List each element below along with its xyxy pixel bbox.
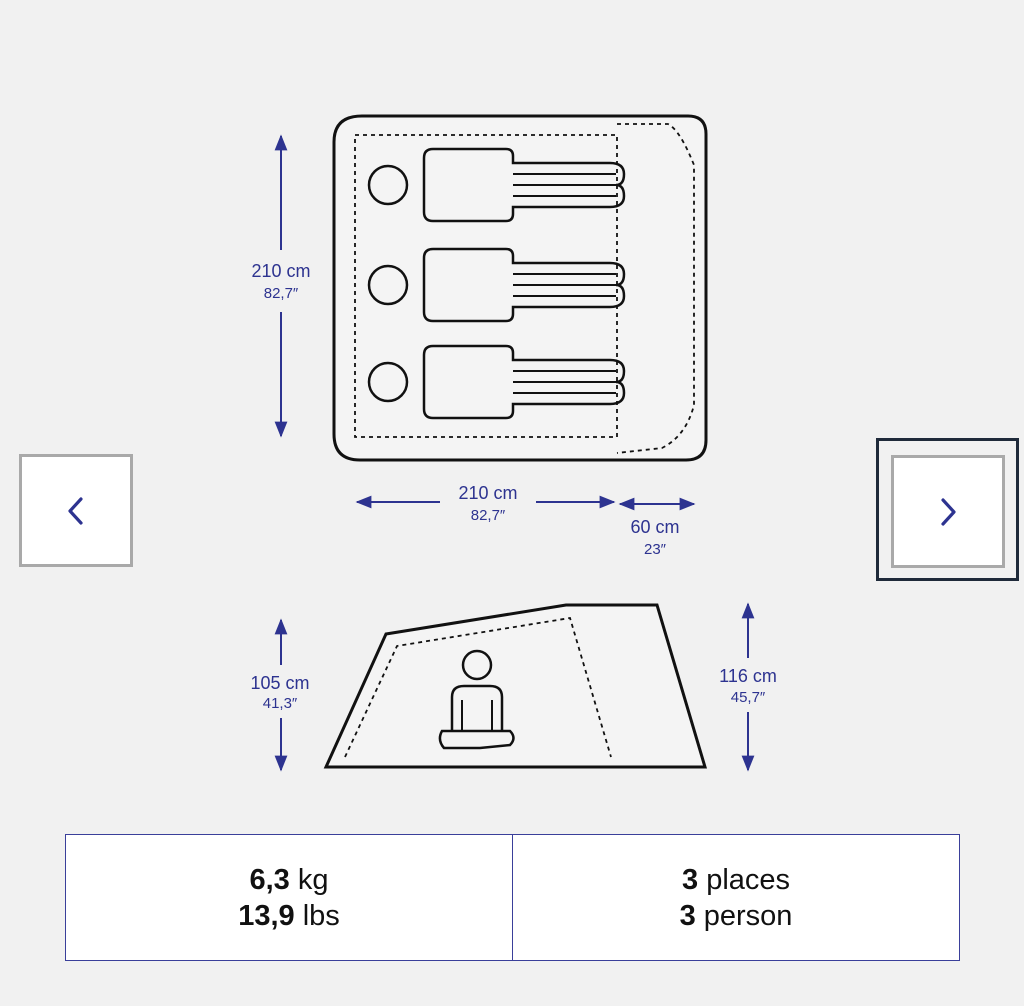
weight-lbs: 13,9 lbs xyxy=(238,898,340,934)
capacity-places: 3 places xyxy=(682,862,790,898)
front-height-in-label: 45,7″ xyxy=(731,689,766,706)
seated-person-icon xyxy=(438,649,515,750)
weight-lbs-unit: lbs xyxy=(302,899,340,932)
depth-cm-label: 210 cm xyxy=(251,261,310,281)
weight-kg-value: 6,3 xyxy=(249,863,290,896)
chevron-left-icon xyxy=(68,496,83,525)
depth-in-label: 82,7″ xyxy=(264,285,299,302)
weight-kg-unit: kg xyxy=(297,863,329,896)
person-value: 3 xyxy=(679,899,696,932)
vestibule-cm-label: 60 cm xyxy=(630,517,679,537)
width-in-label: 82,7″ xyxy=(471,507,506,524)
width-cm-label: 210 cm xyxy=(458,483,517,503)
chevron-right-icon xyxy=(941,497,956,526)
side-view xyxy=(323,603,708,769)
capacity-spec: 3 places 3 person xyxy=(512,835,959,960)
spec-summary-box: 6,3 kg 13,9 lbs 3 places 3 person xyxy=(65,834,960,961)
weight-kg: 6,3 kg xyxy=(249,862,328,898)
capacity-person: 3 person xyxy=(680,898,793,934)
vestibule-in-label: 23″ xyxy=(644,541,667,558)
front-height-cm-label: 116 cm xyxy=(719,666,777,686)
places-unit: places xyxy=(706,863,791,896)
next-button-focus-ring xyxy=(876,438,1019,581)
rear-height-cm-label: 105 cm xyxy=(250,673,309,693)
next-image-button[interactable] xyxy=(891,455,1005,568)
person-unit: person xyxy=(703,899,793,932)
weight-lbs-value: 13,9 xyxy=(238,899,295,932)
previous-image-button[interactable] xyxy=(19,454,133,567)
top-view xyxy=(332,114,708,462)
places-value: 3 xyxy=(681,863,699,896)
rear-height-in-label: 41,3″ xyxy=(263,695,298,712)
weight-spec: 6,3 kg 13,9 lbs xyxy=(66,835,512,960)
